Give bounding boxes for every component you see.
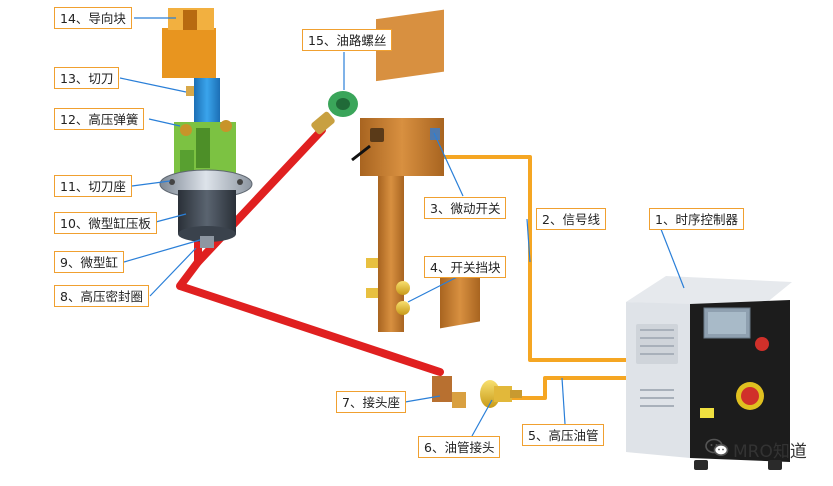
micro-cylinder — [178, 190, 236, 248]
label-oil-screw: 15、油路螺丝 — [302, 29, 393, 51]
label-high-pressure-seal: 8、高压密封圈 — [54, 285, 149, 307]
label-switch-stop-block: 4、开关挡块 — [424, 256, 507, 278]
label-cutter-seat: 11、切刀座 — [54, 175, 132, 197]
watermark-text: MRO知道 — [733, 442, 807, 462]
timing-controller — [626, 276, 792, 470]
label-micro-cylinder-plate: 10、微型缸压板 — [54, 212, 157, 234]
label-cutter: 13、切刀 — [54, 67, 120, 89]
label-oil-pipe-joint: 6、油管接头 — [418, 436, 501, 458]
label-signal-line: 2、信号线 — [536, 208, 606, 230]
label-high-pressure-spring: 12、高压弹簧 — [54, 108, 145, 130]
label-high-pressure-oil-pipe: 5、高压油管 — [522, 424, 605, 446]
micro-switch — [351, 9, 444, 246]
switch-stop-block — [366, 246, 410, 332]
label-guide-block: 14、导向块 — [54, 7, 132, 29]
label-micro-switch: 3、微动开关 — [424, 197, 507, 219]
wechat-icon — [705, 438, 729, 466]
label-joint-seat: 7、接头座 — [336, 391, 406, 413]
oil-screw — [311, 91, 358, 135]
label-timing-controller: 1、时序控制器 — [649, 208, 744, 230]
high-pressure-oil-pipe — [176, 126, 444, 376]
watermark: MRO知道 — [705, 438, 807, 464]
guide-block — [162, 8, 216, 78]
label-micro-cylinder: 9、微型缸 — [54, 251, 124, 273]
oil-pipe-joint — [480, 380, 522, 408]
